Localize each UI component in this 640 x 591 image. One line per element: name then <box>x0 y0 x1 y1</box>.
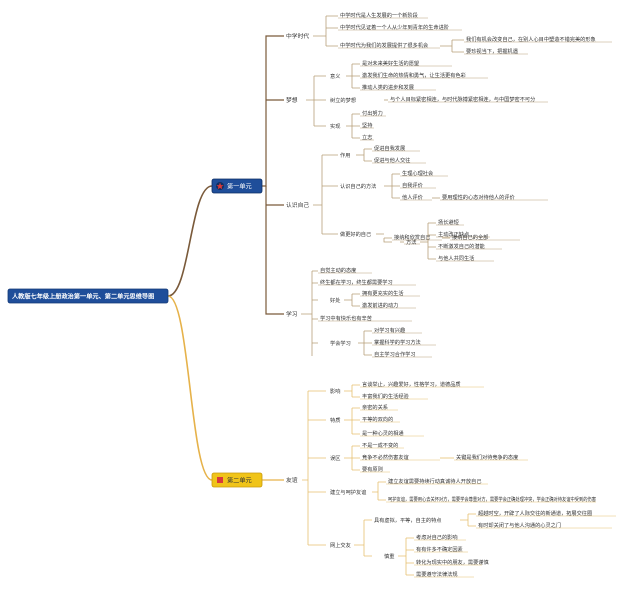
leaf-text: 竞争不必然伤害友谊 <box>362 453 409 461</box>
unit1-underlines <box>318 17 612 358</box>
square-icon <box>217 477 223 483</box>
leaf-text: 推动人类的进步和发展 <box>362 83 414 91</box>
leaf-text: 呵护友谊，需要用心去关怀对方，需要学会尊重对方，需要学会正确处理冲突，学会正确对… <box>388 495 596 503</box>
unit2-node[interactable]: 第二单元 <box>211 472 263 488</box>
leaf-text: 激发我们生命的热情和勇气，让生活更有色彩 <box>362 71 467 79</box>
leaf-text: 拥有更充实的生活 <box>362 289 404 297</box>
node-online[interactable]: 网上交友 <box>330 541 351 549</box>
node-learn-to-learn[interactable]: 学会学习 <box>330 339 351 347</box>
unit1-node[interactable]: 第一单元 <box>211 178 263 194</box>
leaf-text: 考虑对自己的影响 <box>416 533 458 541</box>
leaf-text: 超越时空，开辟了人际交往的新通道，拓展交往圈 <box>478 509 592 517</box>
star-icon <box>216 182 224 190</box>
leaf-text: 建立友谊需要持续行动真诚待人开放自己 <box>388 477 481 485</box>
leaf-text: 自主学习合作学习 <box>374 350 416 358</box>
node-accept[interactable]: 接纳和欣赏自己 <box>394 233 430 241</box>
node-ways[interactable]: 方法 <box>406 238 416 246</box>
leaf-text: 是一种心灵的相通 <box>362 429 404 437</box>
branch-learning[interactable]: 学习 <box>286 310 298 318</box>
branch-root-unit1 <box>167 185 213 297</box>
unit2-underlines <box>360 386 616 578</box>
leaf-text: 立志 <box>362 133 372 141</box>
node-caution[interactable]: 慎重 <box>384 552 394 560</box>
leaf-text: 接纳自己的全部 <box>452 233 488 241</box>
root-node[interactable]: 人教版七年级上册政治第一单元、第二单元思维导图 <box>7 288 169 304</box>
node-misread[interactable]: 误区 <box>330 454 340 462</box>
leaf-text: 他人评价 <box>402 193 424 201</box>
leaf-text: 促进与他人交往 <box>374 156 410 164</box>
unit1-node-bg <box>211 178 263 194</box>
leaf-text: 转化为现实中的朋友，需要谨慎 <box>416 558 489 566</box>
branch-middle-school[interactable]: 中学时代 <box>286 32 309 40</box>
unit1-branches <box>262 35 284 315</box>
leaf-text: 有时却关闭了与他人沟通的心灵之门 <box>478 521 561 529</box>
node-traits[interactable]: 特质 <box>330 416 340 424</box>
leaf-text: 要有原则 <box>362 465 383 473</box>
leaf-text: 中学时代为我们的发展提供了很多机会 <box>340 41 428 49</box>
leaf-text: 有有许多不确定因素 <box>416 545 463 553</box>
leaf-text: 与他人共同生活 <box>438 254 474 262</box>
unit1-leaf-lines <box>301 15 464 356</box>
leaf-text: 主动改正缺点 <box>438 230 469 238</box>
root-title: 人教版七年级上册政治第一单元、第二单元思维导图 <box>12 293 154 301</box>
leaf-text: 自我评价 <box>402 181 424 189</box>
node-set-dream[interactable]: 树立的梦想 <box>330 96 356 104</box>
unit2-node-bg <box>211 472 263 488</box>
leaf-text: 对学习有兴趣 <box>374 326 405 334</box>
node-method[interactable]: 认识自己的方法 <box>340 182 376 190</box>
root-node-bg <box>7 288 169 304</box>
main-branches <box>167 185 213 481</box>
leaf-text: 与个人目标紧密相连，与时代脉搏紧密相连，与中国梦密不可分 <box>390 95 535 103</box>
branch-friendship[interactable]: 友谊 <box>286 476 298 484</box>
leaf-text: 需要遵守法律法规 <box>416 570 458 578</box>
leaf-text: 终生都在学习，终生都需要学习 <box>320 278 393 286</box>
branch-root-unit2 <box>167 295 213 481</box>
leaf-text: 扬长避短 <box>438 218 459 226</box>
leaf-text: 不断激发自己的潜能 <box>438 242 485 250</box>
node-build-friendship[interactable]: 建立与呵护友谊 <box>330 488 366 496</box>
leaf-text: 付出努力 <box>362 109 383 117</box>
unit2-title: 第二单元 <box>227 477 252 485</box>
leaf-text: 学习中有快乐也有辛苦 <box>320 314 372 322</box>
leaf-text: 是对未来美好生活的愿望 <box>362 59 419 67</box>
node-influence[interactable]: 影响 <box>330 387 340 395</box>
leaf-text: 坚持 <box>362 121 372 129</box>
leaf-text: 丰富我们的生活经验 <box>362 392 410 400</box>
leaf-text: 掌握科学的学习方法 <box>374 338 421 346</box>
node-role[interactable]: 作用 <box>340 151 350 159</box>
leaf-text: 平等的双向的 <box>362 415 393 423</box>
node-benefit[interactable]: 好处 <box>330 296 340 304</box>
leaf-text: 亲密的关系 <box>362 403 388 411</box>
branch-dream[interactable]: 梦想 <box>286 96 298 104</box>
leaf-text: 言谈举止，兴趣爱好，性格学习，道德品质 <box>362 380 461 388</box>
unit1-title: 第一单元 <box>227 183 252 191</box>
unit2-leaf-lines <box>302 384 476 576</box>
branch-know-self[interactable]: 认识自己 <box>286 201 309 209</box>
node-meaning[interactable]: 意义 <box>330 72 340 80</box>
leaf-text: 中学时代见证着一个人从少年到青年的生命进阶 <box>340 23 450 31</box>
leaf-text: 中学时代是人生发展的一个新阶段 <box>340 11 418 19</box>
leaf-text: 激发前进的动力 <box>362 301 398 309</box>
leaf-text: 关键是我们对待竞争的态度 <box>456 453 518 461</box>
leaf-text: 自觉主动的态度 <box>320 266 356 274</box>
leaf-text: 促进自我发展 <box>374 144 405 152</box>
leaf-text: 生理心理社会 <box>402 169 433 177</box>
leaf-text: 我们有机会改变自己，在别人心目中塑造不错完美的形象 <box>466 35 596 43</box>
leaf-text: 要用理性的心态对待他人的评价 <box>442 193 515 201</box>
node-online-feature[interactable]: 具有虚拟，平等，自主的特点 <box>374 516 441 524</box>
node-better-self[interactable]: 做更好的自己 <box>340 230 371 238</box>
leaf-text: 不是一成不变的 <box>362 441 398 449</box>
node-realize[interactable]: 实现 <box>330 122 340 130</box>
leaf-text: 要珍视当下，把握机遇 <box>466 47 518 55</box>
